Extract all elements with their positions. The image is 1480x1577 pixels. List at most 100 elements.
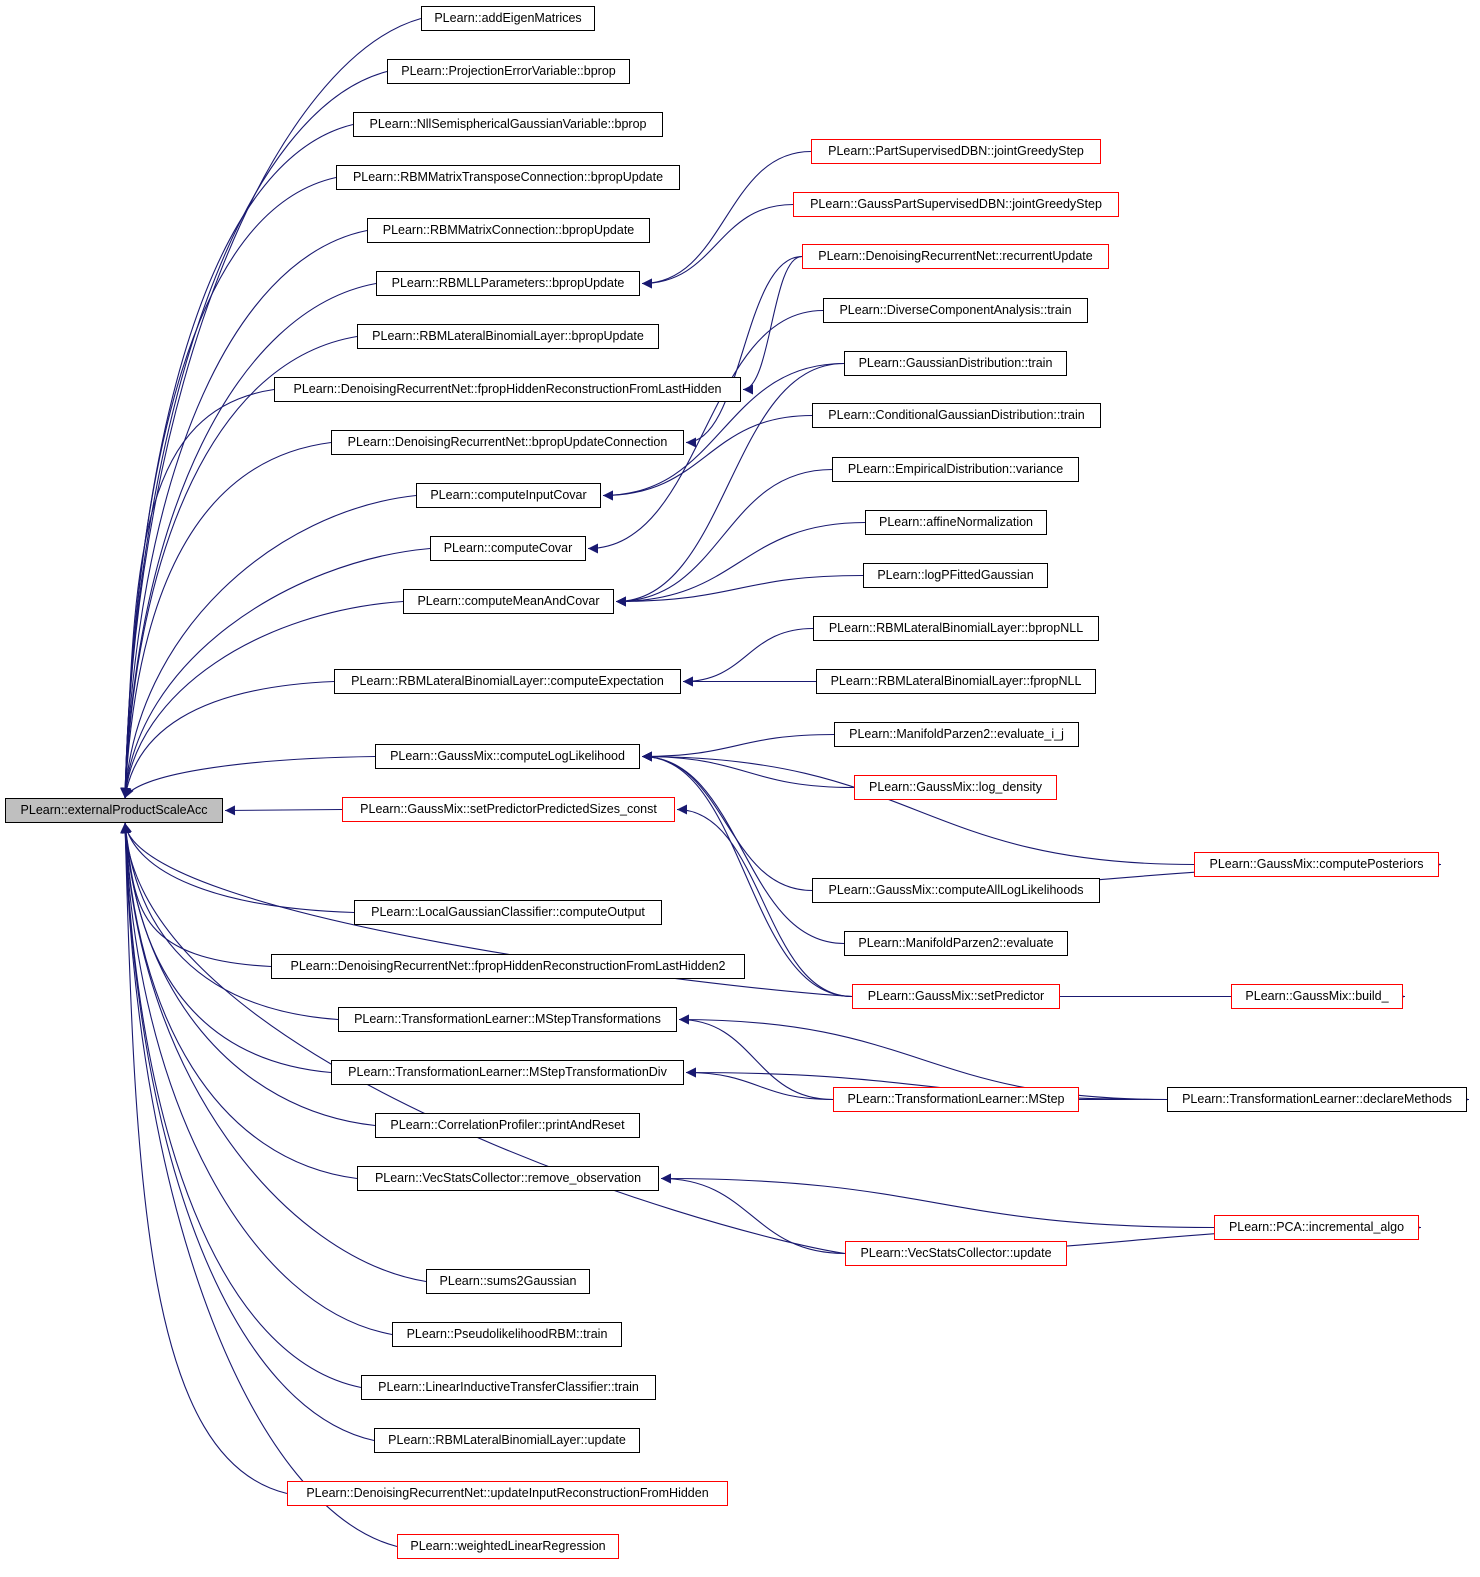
edge-gm-comp-post-to-gm-comp-ll <box>641 751 1195 866</box>
node-rbm-mcbprop[interactable]: PLearn::RBMMatrixConnection::bpropUpdate <box>367 218 650 243</box>
node-rbm-lblbprop[interactable]: PLearn::RBMLateralBinomialLayer::bpropUp… <box>357 324 659 349</box>
node-gpsdbn-jgs[interactable]: PLearn::GaussPartSupervisedDBN::jointGre… <box>793 192 1119 217</box>
edge-cgd-train-to-compute-input-covar <box>602 414 813 501</box>
node-compute-covar[interactable]: PLearn::computeCovar <box>430 536 586 561</box>
edge-rbm-lblcomp-exp-to-root <box>121 680 335 799</box>
edge-rbm-lblbprop-to-root <box>120 335 358 799</box>
edge-log-pfitted-to-compute-mean-and-covar <box>615 574 864 607</box>
node-mp2-eval[interactable]: PLearn::ManifoldParzen2::evaluate <box>844 931 1068 956</box>
node-cgd-train[interactable]: PLearn::ConditionalGaussianDistribution:… <box>812 403 1101 428</box>
node-affine-norm[interactable]: PLearn::affineNormalization <box>865 510 1047 535</box>
edge-sums2-gaussian-to-root <box>120 822 427 1283</box>
node-psdbn-jgs[interactable]: PLearn::PartSupervisedDBN::jointGreedySt… <box>811 139 1101 164</box>
edge-drn-bprop-conn-to-root <box>120 441 332 799</box>
edge-proj-err-bprop-to-root <box>120 70 388 799</box>
edge-drn-upd-input-to-root <box>120 822 288 1495</box>
node-root: PLearn::externalProductScaleAcc <box>5 798 223 823</box>
node-pl-rbmtrain[interactable]: PLearn::PseudolikelihoodRBM::train <box>392 1322 622 1347</box>
edge-tl-declare-to-tl-mstep-td <box>685 1067 1168 1101</box>
edge-psdbn-jgs-to-rbm-llpbprop <box>641 150 812 289</box>
node-rbm-lblbprop-nll[interactable]: PLearn::RBMLateralBinomialLayer::bpropNL… <box>813 616 1099 641</box>
node-tl-mstep-td[interactable]: PLearn::TransformationLearner::MStepTran… <box>331 1060 684 1085</box>
node-gd-train[interactable]: PLearn::GaussianDistribution::train <box>844 351 1067 376</box>
node-gm-comp-ll[interactable]: PLearn::GaussMix::computeLogLikelihood <box>375 744 640 769</box>
edge-pca-incr-to-vsc-remove <box>660 1173 1215 1229</box>
node-dca-train[interactable]: PLearn::DiverseComponentAnalysis::train <box>823 298 1088 323</box>
node-rbm-lblupdate[interactable]: PLearn::RBMLateralBinomialLayer::update <box>374 1428 640 1453</box>
edge-gm-set-pred-to-gm-comp-ll <box>641 751 853 998</box>
node-gm-comp-all-ll[interactable]: PLearn::GaussMix::computeAllLogLikelihoo… <box>812 878 1100 903</box>
node-gm-build[interactable]: PLearn::GaussMix::build_ <box>1231 984 1403 1009</box>
node-rbm-llpbprop[interactable]: PLearn::RBMLLParameters::bpropUpdate <box>376 271 640 296</box>
node-log-pfitted[interactable]: PLearn::logPFittedGaussian <box>863 563 1048 588</box>
edge-compute-mean-and-covar-to-root <box>120 600 404 799</box>
node-drn-rec-upd[interactable]: PLearn::DenoisingRecurrentNet::recurrent… <box>802 244 1109 269</box>
edge-gd-train-to-compute-input-covar <box>602 362 845 501</box>
edge-compute-input-covar-to-root <box>120 494 417 799</box>
node-cp-print[interactable]: PLearn::CorrelationProfiler::printAndRes… <box>375 1113 640 1138</box>
edge-pl-rbmtrain-to-root <box>120 822 393 1336</box>
node-proj-err-bprop[interactable]: PLearn::ProjectionErrorVariable::bprop <box>387 59 630 84</box>
node-gm-comp-post[interactable]: PLearn::GaussMix::computePosteriors <box>1194 852 1439 877</box>
edge-mp2-eval-ij-to-gm-comp-ll <box>641 733 835 762</box>
edge-cp-print-to-root <box>120 822 376 1127</box>
edge-drn-rec-upd-to-drn-bprop-conn <box>685 255 803 448</box>
node-litc-train[interactable]: PLearn::LinearInductiveTransferClassifie… <box>361 1375 656 1400</box>
node-rbm-mtcbprop[interactable]: PLearn::RBMMatrixTransposeConnection::bp… <box>336 165 680 190</box>
edge-wlr-to-root <box>120 822 398 1548</box>
node-rbm-lblcomp-exp[interactable]: PLearn::RBMLateralBinomialLayer::compute… <box>334 669 681 694</box>
edge-tl-mstep-to-tl-mstep-td <box>685 1067 834 1101</box>
edge-tl-mstep-t-to-root <box>120 822 339 1021</box>
edge-rbm-lblupdate-to-root <box>120 822 375 1442</box>
edge-lgc-comp-out-to-root <box>122 822 355 914</box>
edge-dca-train-to-compute-covar <box>587 309 824 554</box>
edge-drn-fprop2-to-root <box>121 822 272 968</box>
node-compute-mean-and-covar[interactable]: PLearn::computeMeanAndCovar <box>403 589 614 614</box>
node-wlr[interactable]: PLearn::weightedLinearRegression <box>397 1534 619 1559</box>
edge-compute-covar-to-root <box>120 547 431 799</box>
edge-rbm-mtcbprop-to-root <box>120 176 337 799</box>
edge-vsc-remove-to-root <box>120 822 358 1180</box>
node-lgc-comp-out[interactable]: PLearn::LocalGaussianClassifier::compute… <box>354 900 662 925</box>
edge-gd-train-to-compute-mean-and-covar <box>615 362 845 607</box>
edge-litc-train-to-root <box>120 822 362 1389</box>
edge-ed-variance-to-compute-mean-and-covar <box>615 468 833 607</box>
edge-gpsdbn-jgs-to-rbm-llpbprop <box>641 203 794 289</box>
node-add-eigen-matrices[interactable]: PLearn::addEigenMatrices <box>421 6 595 31</box>
node-gm-set-pred[interactable]: PLearn::GaussMix::setPredictor <box>852 984 1060 1009</box>
node-vsc-update[interactable]: PLearn::VecStatsCollector::update <box>845 1241 1067 1266</box>
edge-drn-fprop-to-root <box>120 388 275 799</box>
node-tl-declare[interactable]: PLearn::TransformationLearner::declareMe… <box>1167 1087 1467 1112</box>
edge-rbm-lblbprop-nll-to-rbm-lblcomp-exp <box>682 627 814 687</box>
edge-affine-norm-to-compute-mean-and-covar <box>615 521 866 607</box>
node-drn-upd-input[interactable]: PLearn::DenoisingRecurrentNet::updateInp… <box>287 1481 728 1506</box>
edge-drn-rec-upd-to-drn-fprop <box>742 255 803 395</box>
edge-gm-comp-ll-to-root <box>124 755 376 799</box>
node-gm-log-density[interactable]: PLearn::GaussMix::log_density <box>854 775 1057 800</box>
node-tl-mstep-t[interactable]: PLearn::TransformationLearner::MStepTran… <box>338 1007 677 1032</box>
edge-rbm-mcbprop-to-root <box>120 229 368 799</box>
edge-gm-set-pred-to-root <box>121 822 853 998</box>
node-sums2-gaussian[interactable]: PLearn::sums2Gaussian <box>426 1269 590 1294</box>
edge-add-eigen-matrices-to-root <box>120 17 422 799</box>
node-ed-variance[interactable]: PLearn::EmpiricalDistribution::variance <box>832 457 1079 482</box>
node-tl-mstep[interactable]: PLearn::TransformationLearner::MStep <box>833 1087 1079 1112</box>
node-nll-semi-bprop[interactable]: PLearn::NllSemisphericalGaussianVariable… <box>353 112 663 137</box>
node-rbm-lblfprop-nll[interactable]: PLearn::RBMLateralBinomialLayer::fpropNL… <box>816 669 1096 694</box>
edge-vsc-update-to-vsc-remove <box>660 1173 846 1255</box>
edge-gm-set-pred-to-gm-set-pps <box>676 804 853 998</box>
node-drn-fprop2[interactable]: PLearn::DenoisingRecurrentNet::fpropHidd… <box>271 954 745 979</box>
edge-rbm-llpbprop-to-root <box>120 282 377 799</box>
node-gm-set-pps[interactable]: PLearn::GaussMix::setPredictorPredictedS… <box>342 797 675 822</box>
node-mp2-eval-ij[interactable]: PLearn::ManifoldParzen2::evaluate_i_j <box>834 722 1079 747</box>
edge-mp2-eval-to-gm-comp-ll <box>641 751 845 945</box>
edge-gm-set-pps-to-root <box>224 805 343 816</box>
node-drn-fprop[interactable]: PLearn::DenoisingRecurrentNet::fpropHidd… <box>274 377 741 402</box>
node-compute-input-covar[interactable]: PLearn::computeInputCovar <box>416 483 601 508</box>
edge-gm-log-density-to-gm-comp-ll <box>641 751 855 789</box>
node-pca-incr[interactable]: PLearn::PCA::incremental_algo <box>1214 1215 1419 1240</box>
node-vsc-remove[interactable]: PLearn::VecStatsCollector::remove_observ… <box>357 1166 659 1191</box>
node-drn-bprop-conn[interactable]: PLearn::DenoisingRecurrentNet::bpropUpda… <box>331 430 684 455</box>
